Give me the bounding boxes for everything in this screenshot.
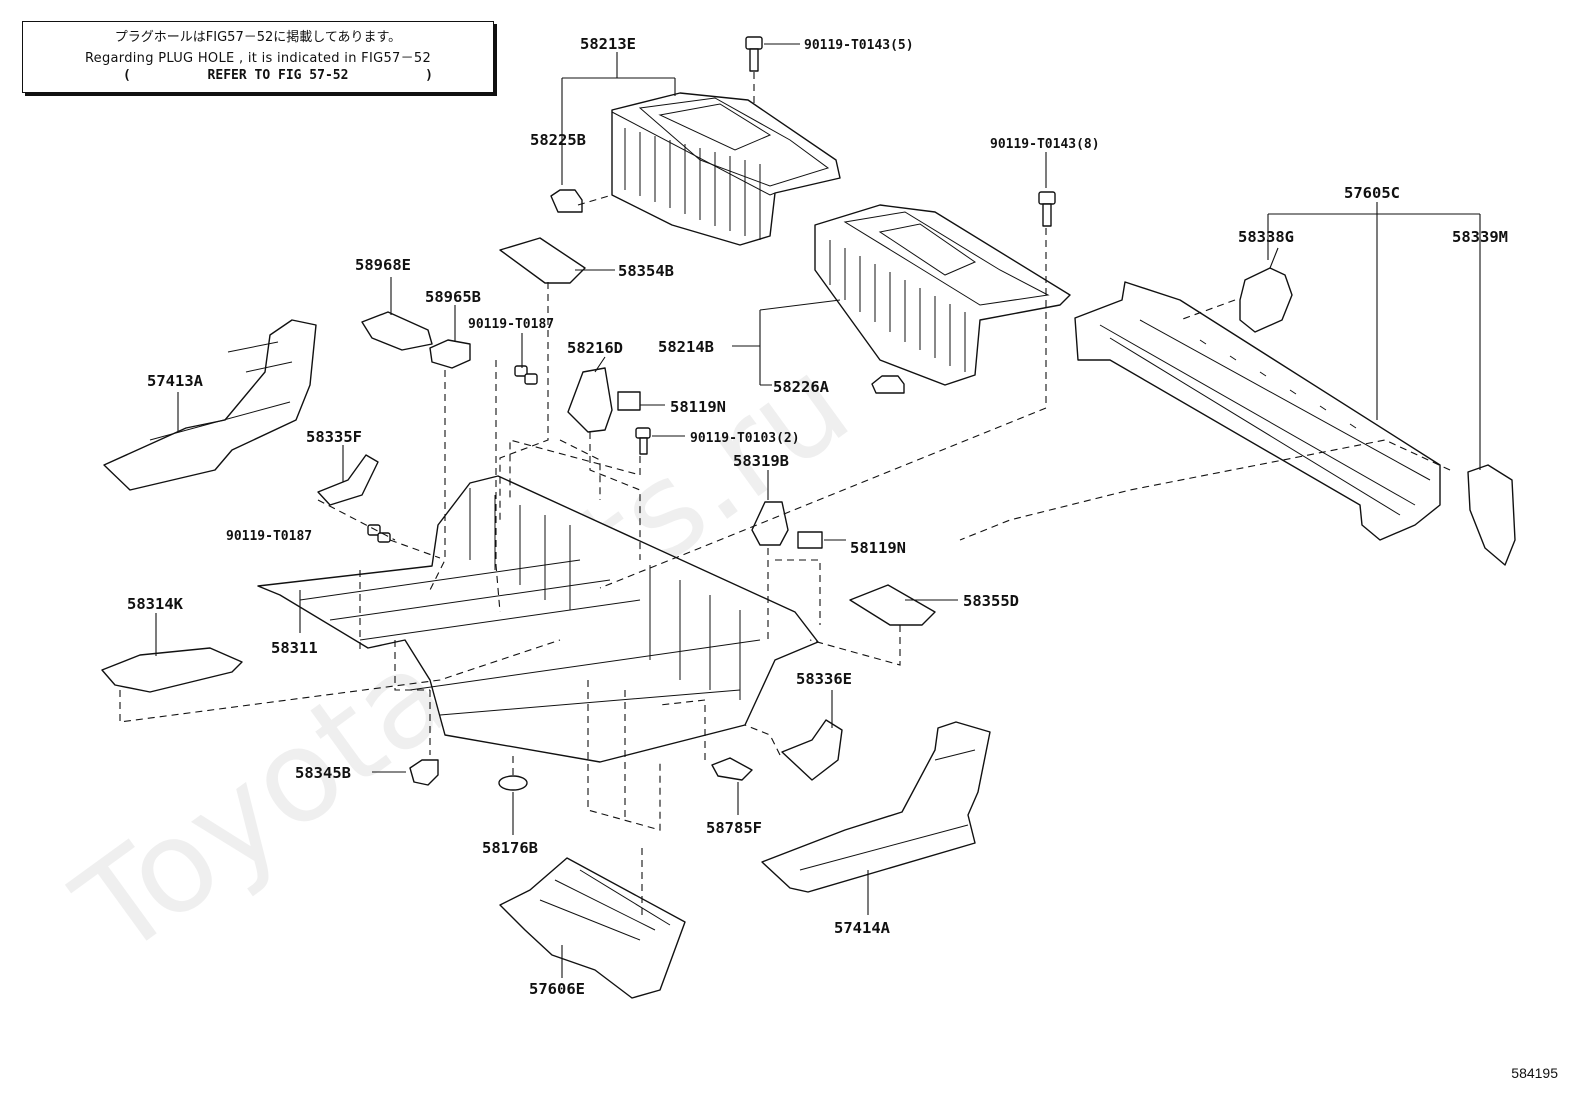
part-58225B-drawing: [550, 189, 583, 213]
label-58213E: 58213E: [580, 35, 636, 53]
label-58355D: 58355D: [963, 592, 1019, 610]
note-open-paren: (: [123, 68, 131, 83]
label-58225B: 58225B: [530, 131, 586, 149]
label-90119-T0143-8: 90119-T0143(8): [990, 137, 1100, 152]
label-58339M: 58339M: [1452, 228, 1508, 246]
part-58336E-drawing: [781, 719, 843, 781]
figure-number: 584195: [1511, 1065, 1558, 1081]
part-58226A-drawing: [871, 375, 905, 394]
part-58965B-drawing: [429, 339, 471, 369]
label-58319B: 58319B: [733, 452, 789, 470]
bolt-90119-T0143-5-drawing: [745, 36, 763, 72]
label-90119-T0187-upper: 90119-T0187: [468, 317, 554, 332]
part-58968E-drawing: [361, 311, 433, 351]
label-58176B: 58176B: [482, 839, 538, 857]
reference-note: プラグホールはFIG57－52に掲載してあります。 Regarding PLUG…: [22, 21, 494, 93]
note-close-paren: ): [425, 68, 433, 83]
part-58216D-drawing: [567, 367, 613, 433]
part-57605C-drawing: [1074, 281, 1441, 541]
part-58214B-drawing: [814, 204, 1071, 386]
part-58354B-drawing: [499, 237, 586, 284]
part-58311-drawing: [257, 475, 819, 763]
label-57605C: 57605C: [1344, 184, 1400, 202]
bolt-90119-T0187-lower-drawing: [367, 524, 391, 543]
label-58345B: 58345B: [295, 764, 351, 782]
label-57414A: 57414A: [834, 919, 891, 937]
part-57413A-drawing: [103, 319, 317, 491]
part-58314K-drawing: [101, 647, 243, 693]
bolt-90119-T0103-2-drawing: [635, 427, 651, 455]
label-58338G: 58338G: [1238, 228, 1294, 246]
part-58335F-drawing: [317, 454, 379, 506]
part-58339M-drawing: [1467, 464, 1516, 566]
label-58968E: 58968E: [355, 256, 411, 274]
label-90119-T0143-5: 90119-T0143(5): [804, 38, 914, 53]
label-58354B: 58354B: [618, 262, 674, 280]
note-line-english: Regarding PLUG HOLE , it is indicated in…: [84, 51, 432, 66]
part-58119N-lower-drawing: [797, 531, 823, 549]
label-58226A: 58226A: [773, 378, 830, 396]
label-90119-T0187-lower: 90119-T0187: [226, 529, 312, 544]
part-58176B-drawing: [498, 775, 528, 791]
leader-lines: [155, 43, 1481, 978]
part-58338G-drawing: [1239, 267, 1293, 333]
label-58336E: 58336E: [796, 670, 852, 688]
part-58785F-drawing: [711, 757, 753, 781]
label-58311: 58311: [271, 639, 318, 657]
note-refer-text: REFER TO FIG 57-52: [207, 68, 349, 83]
bolt-90119-T0143-8-drawing: [1038, 191, 1056, 227]
label-58965B: 58965B: [425, 288, 481, 306]
label-58785F: 58785F: [706, 819, 762, 837]
part-labels: 58213E 90119-T0143(5) 58225B 90119-T0143…: [127, 35, 1508, 998]
part-58355D-drawing: [849, 584, 936, 626]
part-58319B-drawing: [751, 501, 789, 546]
note-line-japanese: プラグホールはFIG57－52に掲載してあります。: [114, 30, 402, 45]
label-58119N-lower: 58119N: [850, 539, 906, 557]
label-58314K: 58314K: [127, 595, 184, 613]
label-58214B: 58214B: [658, 338, 714, 356]
part-58345B-drawing: [409, 759, 439, 786]
label-57606E: 57606E: [529, 980, 585, 998]
part-57606E-drawing: [499, 857, 686, 999]
assembly-dashed-lines: [119, 72, 1451, 915]
part-58119N-upper-drawing: [617, 391, 641, 411]
label-58335F: 58335F: [306, 428, 362, 446]
bolt-90119-T0187-upper-drawing: [514, 365, 538, 385]
note-refer-line: ( REFER TO FIG 57-52 ): [123, 68, 433, 83]
label-57413A: 57413A: [147, 372, 204, 390]
label-58216D: 58216D: [567, 339, 623, 357]
part-57414A-drawing: [761, 721, 991, 893]
part-58213E-drawing: [611, 92, 841, 246]
label-58119N-upper: 58119N: [670, 398, 726, 416]
label-90119-T0103-2: 90119-T0103(2): [690, 431, 800, 446]
